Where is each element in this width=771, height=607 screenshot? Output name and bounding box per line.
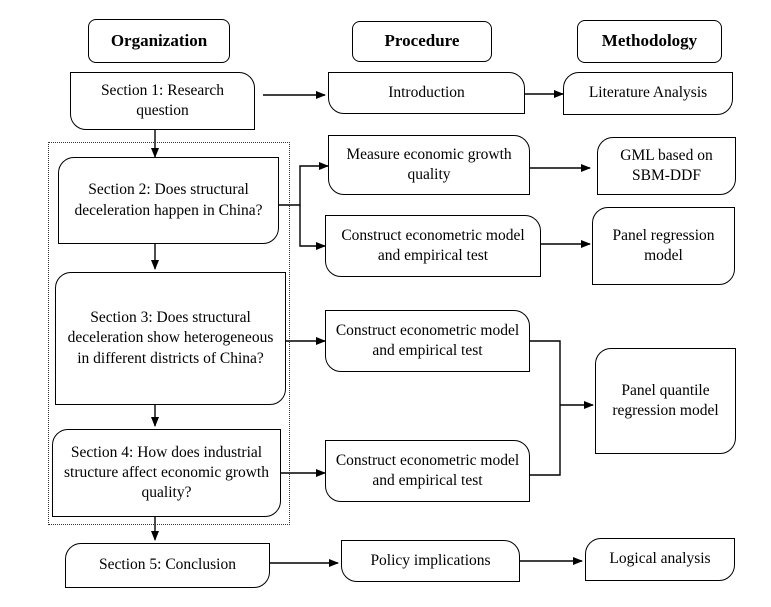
section-1-research-question: Section 1: Research question <box>70 72 255 130</box>
procedure-introduction: Introduction <box>328 72 525 114</box>
procedure-policy-implications: Policy implications <box>341 540 520 582</box>
procedure-construct-model-1: Construct econometric model and empirica… <box>325 215 541 277</box>
header-methodology: Methodology <box>577 20 722 63</box>
method-logical-analysis: Logical analysis <box>585 538 735 581</box>
section-2-structural-deceleration: Section 2: Does structural deceleration … <box>58 157 279 244</box>
header-procedure: Procedure <box>352 21 492 62</box>
header-organization: Organization <box>88 19 230 63</box>
method-literature-analysis: Literature Analysis <box>563 72 733 115</box>
method-gml-sbm-ddf: GML based on SBM-DDF <box>597 137 736 195</box>
connector-bracket <box>530 340 561 476</box>
procedure-measure-growth-quality: Measure economic growth quality <box>328 135 530 195</box>
procedure-construct-model-3: Construct econometric model and empirica… <box>325 440 530 502</box>
method-panel-quantile-regression: Panel quantile regression model <box>595 348 736 454</box>
connector-s2-fork-lower <box>299 205 326 250</box>
method-panel-regression: Panel regression model <box>592 207 735 285</box>
section-3-heterogeneous-districts: Section 3: Does structural deceleration … <box>55 272 286 405</box>
section-5-conclusion: Section 5: Conclusion <box>65 543 270 588</box>
sections-group-frame <box>48 142 290 525</box>
procedure-construct-model-2: Construct econometric model and empirica… <box>325 310 530 372</box>
section-4-industrial-structure: Section 4: How does industrial structure… <box>52 429 281 517</box>
